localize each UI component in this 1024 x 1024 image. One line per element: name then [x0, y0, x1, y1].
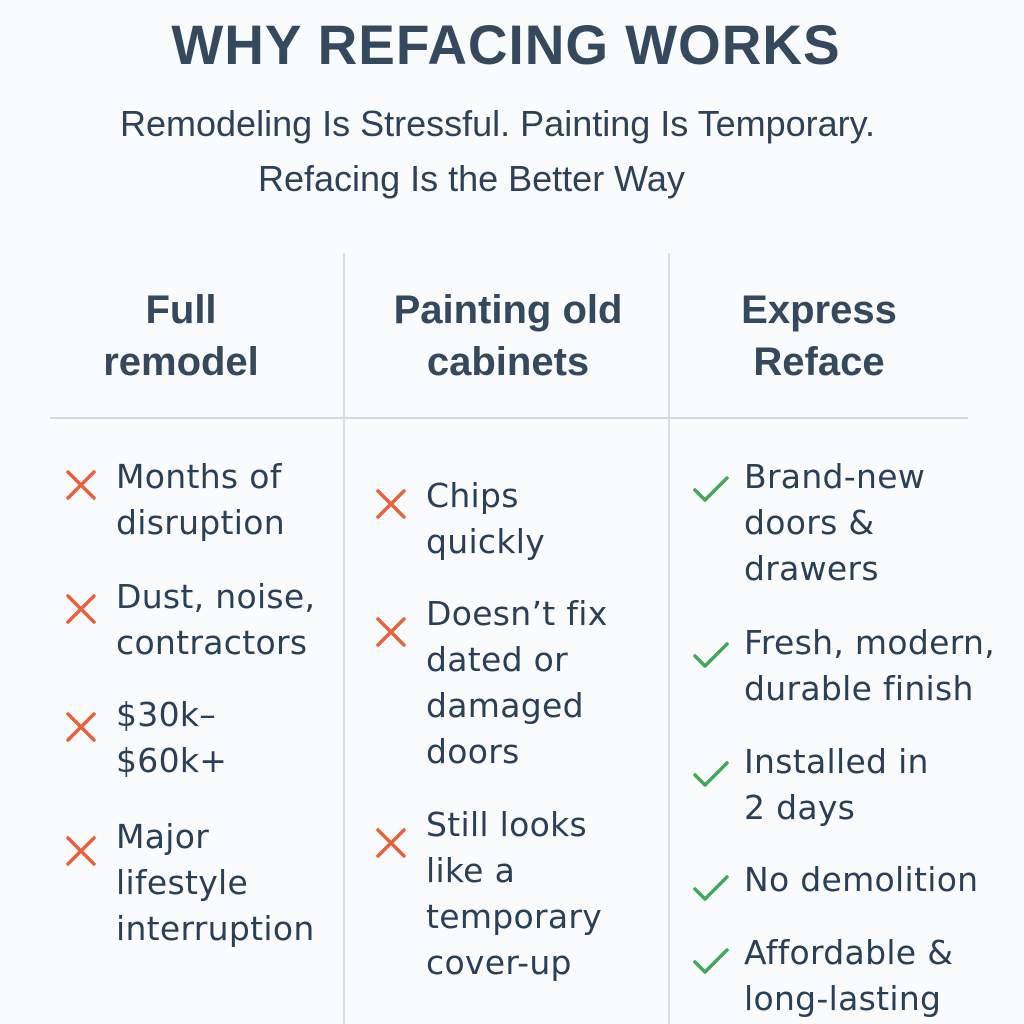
x-mark-icon [66, 470, 96, 500]
list-item: Brand-new doors & drawers [692, 454, 925, 592]
check-mark-icon [693, 875, 729, 901]
list-item: Dust, noise, contractors [64, 574, 315, 666]
column-header-full-remodel: Full remodel [40, 284, 322, 388]
list-item: Chips quickly [374, 473, 545, 565]
item-text: drawers [744, 549, 879, 588]
item-text: Fresh, modern, [744, 623, 995, 662]
item-text: Doesn’t fix [426, 594, 608, 633]
subtitle-line-2: Refacing Is the Better Way [258, 158, 685, 199]
page-title: WHY REFACING WORKS [171, 13, 841, 76]
list-item: Installed in 2 days [692, 739, 929, 831]
header-line: cabinets [426, 340, 590, 384]
item-text: Still looks [426, 805, 588, 844]
item-text: damaged [426, 686, 584, 725]
item-text: Installed in [744, 742, 929, 781]
check-mark-icon [693, 948, 729, 974]
list-item: $30k– $60k+ [64, 692, 227, 784]
x-mark-icon [376, 617, 406, 647]
list-item: Fresh, modern, durable finish [692, 620, 995, 712]
item-text: Brand-new [744, 457, 926, 496]
item-text: lifestyle [116, 863, 249, 902]
column-divider-2 [668, 253, 670, 1024]
item-text: Affordable & [744, 933, 954, 972]
x-mark-icon [66, 712, 96, 742]
item-text: Major [116, 817, 210, 856]
list-item: Months of disruption [64, 454, 285, 546]
item-text: durable finish [744, 669, 974, 708]
column-header-express-reface: Express Reface [680, 284, 958, 388]
list-item: No demolition [692, 857, 978, 905]
subtitle-line-1: Remodeling Is Stressful. Painting Is Tem… [120, 103, 875, 144]
item-text: doors [426, 732, 520, 771]
column-header-painting: Painting old cabinets [360, 284, 656, 388]
list-item: Major lifestyle interruption [64, 814, 315, 952]
item-text: cover-up [426, 943, 572, 982]
header-line: Express [741, 288, 897, 332]
column-divider-1 [343, 253, 345, 1024]
item-text: disruption [116, 503, 285, 542]
header-line: Painting old [393, 288, 623, 332]
item-text: dated or [426, 640, 569, 679]
x-mark-icon [376, 828, 406, 858]
header-line: remodel [103, 340, 259, 384]
header-line: Reface [753, 340, 885, 384]
item-text: doors & [744, 503, 875, 542]
header-line: Full [145, 288, 217, 332]
item-text: 2 days [744, 788, 856, 827]
item-text: interruption [116, 909, 315, 948]
item-text: Chips [426, 476, 519, 515]
x-mark-icon [66, 836, 96, 866]
item-text: contractors [116, 623, 308, 662]
item-text: No demolition [744, 860, 979, 899]
list-item: Still looks like a temporary cover-up [374, 802, 602, 986]
x-mark-icon [66, 594, 96, 624]
check-mark-icon [693, 476, 729, 502]
item-text: long-lasting [744, 979, 942, 1018]
check-mark-icon [693, 761, 729, 787]
header-divider [50, 417, 968, 419]
item-text: $60k+ [116, 741, 228, 780]
item-text: Dust, noise, [116, 577, 316, 616]
list-item: Affordable & long-lasting [692, 930, 953, 1022]
item-text: $30k– [116, 695, 217, 734]
item-text: quickly [426, 522, 546, 561]
check-mark-icon [693, 642, 729, 668]
item-text: Months of [116, 457, 282, 496]
list-item: Doesn’t fix dated or damaged doors [374, 591, 608, 775]
item-text: like a [426, 851, 516, 890]
item-text: temporary [426, 897, 603, 936]
x-mark-icon [376, 489, 406, 519]
